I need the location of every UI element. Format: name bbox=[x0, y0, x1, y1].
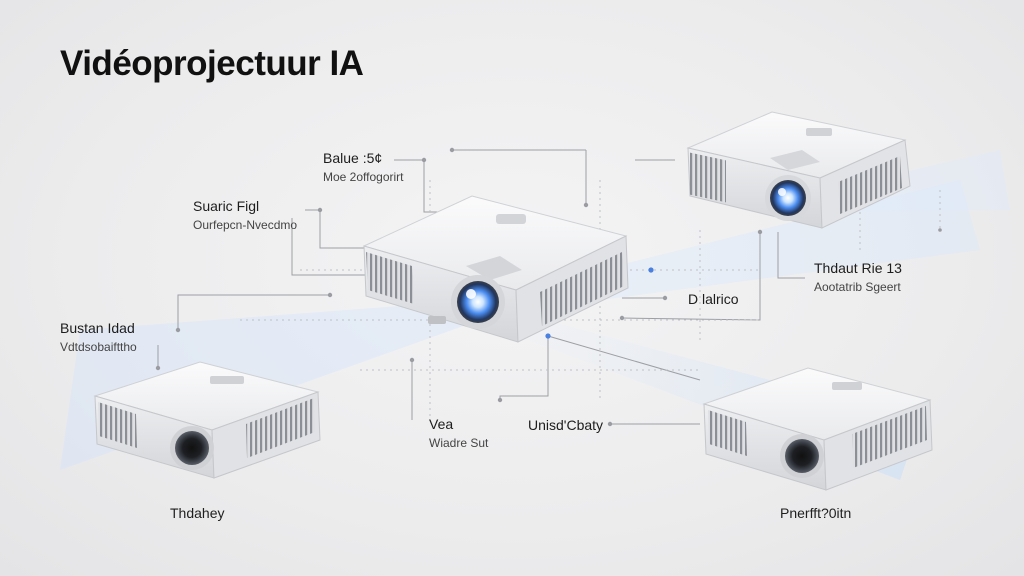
label-left-title: Bustan Idad bbox=[60, 320, 135, 336]
caption-bottom-right: Pnerfft?0itn bbox=[780, 505, 852, 521]
label-upper-left-subtitle: Ourfepcn-Nvecdmo bbox=[193, 218, 298, 232]
label-center-low-title: Vea bbox=[429, 416, 454, 432]
projector-icon bbox=[686, 111, 911, 229]
page-title: Vidéoprojectuur IA bbox=[60, 44, 364, 83]
label-right-top-subtitle: Aootatrib Sgeert bbox=[814, 280, 901, 294]
label-top-title: Balue :5¢ bbox=[323, 150, 383, 166]
projector-icon bbox=[93, 361, 321, 479]
lens-icon bbox=[785, 439, 819, 473]
lens-icon bbox=[770, 180, 806, 216]
label-right-mid-title: D lalrico bbox=[688, 291, 739, 307]
label-right-top: Thdaut Rie 13 Aootatrib Sgeert bbox=[814, 260, 902, 294]
label-right-top-title: Thdaut Rie 13 bbox=[814, 260, 902, 276]
projector-icon bbox=[702, 367, 933, 491]
lens-icon bbox=[175, 431, 209, 465]
label-left: Bustan Idad Vdtdsobaifttho bbox=[60, 320, 137, 354]
label-right-mid: D lalrico bbox=[688, 291, 739, 307]
lens-icon bbox=[457, 281, 499, 323]
projector-icon bbox=[362, 195, 629, 343]
label-top: Balue :5¢ Moe 2offogorirt bbox=[323, 150, 404, 184]
label-top-subtitle: Moe 2offogorirt bbox=[323, 170, 404, 184]
label-left-subtitle: Vdtdsobaifttho bbox=[60, 340, 137, 354]
label-center-low: Vea Wiadre Sut bbox=[429, 416, 488, 450]
caption-bottom-left: Thdahey bbox=[170, 505, 225, 521]
label-center-right: Unisd'Cbaty bbox=[528, 417, 603, 433]
label-upper-left: Suaric Figl Ourfepcn-Nvecdmo bbox=[193, 198, 297, 232]
label-center-low-subtitle: Wiadre Sut bbox=[429, 436, 489, 450]
label-center-right-title: Unisd'Cbaty bbox=[528, 417, 604, 433]
label-upper-left-title: Suaric Figl bbox=[193, 198, 260, 214]
